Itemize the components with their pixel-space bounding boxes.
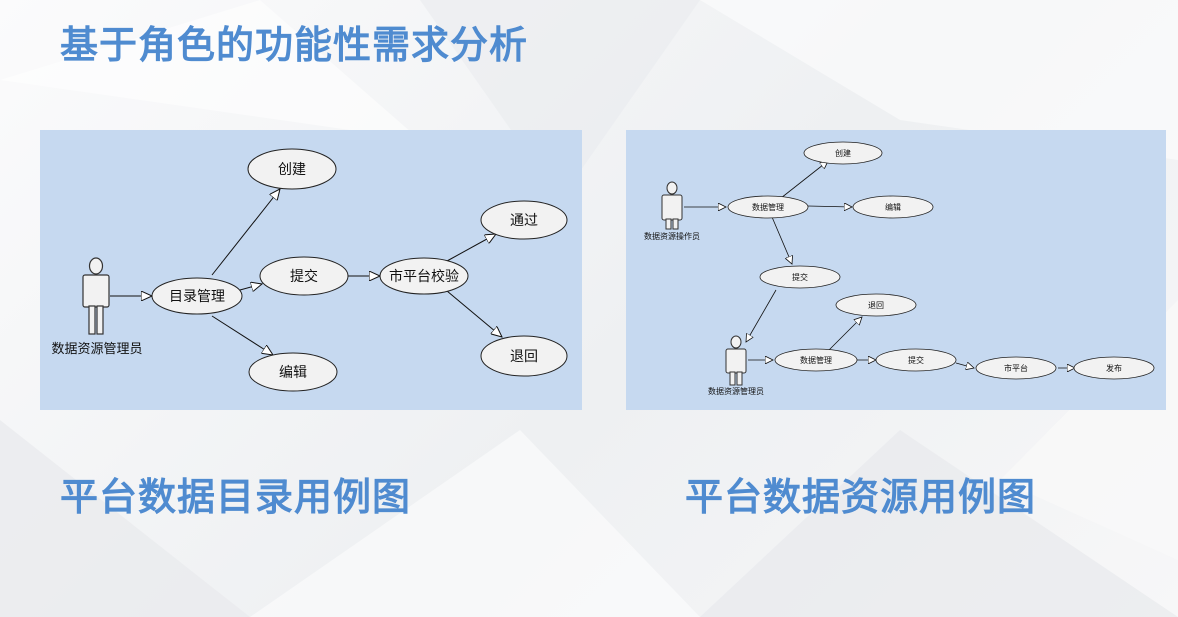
use-case-create-label: 创建 xyxy=(278,162,306,178)
use-case-reject[interactable]: 退回 xyxy=(480,335,568,377)
use-case-edit-label: 编辑 xyxy=(885,202,901,212)
use-case-submit[interactable]: 提交 xyxy=(259,256,349,296)
use-case-submit-label: 提交 xyxy=(290,268,318,285)
use-case-catalog-label: 目录管理 xyxy=(169,289,225,305)
catalog-use-case-diagram: 数据资源管理员 目录管理 创建 提交 编辑 xyxy=(40,130,582,410)
use-case-create-label: 创建 xyxy=(835,148,851,158)
use-case-pass[interactable]: 通过 xyxy=(480,200,568,240)
page-title: 基于角色的功能性需求分析 xyxy=(60,23,529,67)
use-case-verify-label: 市平台校验 xyxy=(389,268,459,285)
use-case-verify[interactable]: 市平台校验 xyxy=(379,257,469,295)
use-case-city-label: 市平台 xyxy=(1004,363,1028,373)
use-case-data-mgmt-1[interactable]: 数据管理 xyxy=(727,195,809,219)
resource-diagram-caption: 平台数据资源用例图 xyxy=(685,475,1037,519)
catalog-diagram-caption: 平台数据目录用例图 xyxy=(60,475,412,519)
actor-admin-figure xyxy=(725,335,747,386)
use-case-submit-1[interactable]: 提交 xyxy=(759,265,841,289)
use-case-edit-label: 编辑 xyxy=(279,365,307,381)
use-case-edit[interactable]: 编辑 xyxy=(852,195,934,219)
use-case-edit[interactable]: 编辑 xyxy=(248,352,338,392)
edges xyxy=(110,189,502,355)
use-case-publish-label: 发布 xyxy=(1106,363,1122,373)
use-case-reject-label: 退回 xyxy=(868,301,884,310)
use-case-create[interactable]: 创建 xyxy=(247,148,337,190)
use-case-reject[interactable]: 退回 xyxy=(835,293,917,317)
use-case-catalog[interactable]: 目录管理 xyxy=(151,277,243,315)
use-case-create[interactable]: 创建 xyxy=(803,141,883,165)
use-case-city[interactable]: 市平台 xyxy=(975,356,1057,380)
resource-use-case-diagram: 数据资源操作员 数据资源管理员 创建 数据管 xyxy=(626,130,1166,410)
use-case-submit-2-label: 提交 xyxy=(908,355,924,365)
edge-verify-reject xyxy=(446,290,502,337)
use-case-publish[interactable]: 发布 xyxy=(1073,356,1155,380)
edge-catalog-submit xyxy=(239,284,262,290)
actor-operator-label: 数据资源操作员 xyxy=(644,231,700,241)
use-case-data-mgmt-2[interactable]: 数据管理 xyxy=(774,348,858,372)
resource-diagram-svg: 数据资源操作员 数据资源管理员 创建 数据管 xyxy=(644,141,1155,396)
use-case-submit-2[interactable]: 提交 xyxy=(875,348,957,372)
use-case-reject-label: 退回 xyxy=(510,349,538,365)
edge-catalog-create xyxy=(211,189,280,276)
use-case-submit-1-label: 提交 xyxy=(792,272,808,282)
actor-admin-label: 数据资源管理员 xyxy=(708,386,764,396)
catalog-diagram-svg: 数据资源管理员 目录管理 创建 提交 编辑 xyxy=(51,148,568,392)
edge-verify-pass xyxy=(446,234,496,262)
use-case-data-mgmt-1-label: 数据管理 xyxy=(752,202,784,212)
use-case-data-mgmt-2-label: 数据管理 xyxy=(800,355,832,365)
use-case-pass-label: 通过 xyxy=(510,213,538,229)
actor-operator-figure xyxy=(661,181,683,230)
edges xyxy=(684,161,1075,368)
actor-label: 数据资源管理员 xyxy=(51,342,142,357)
actor-figure xyxy=(82,257,110,335)
edge-catalog-edit xyxy=(211,315,273,355)
